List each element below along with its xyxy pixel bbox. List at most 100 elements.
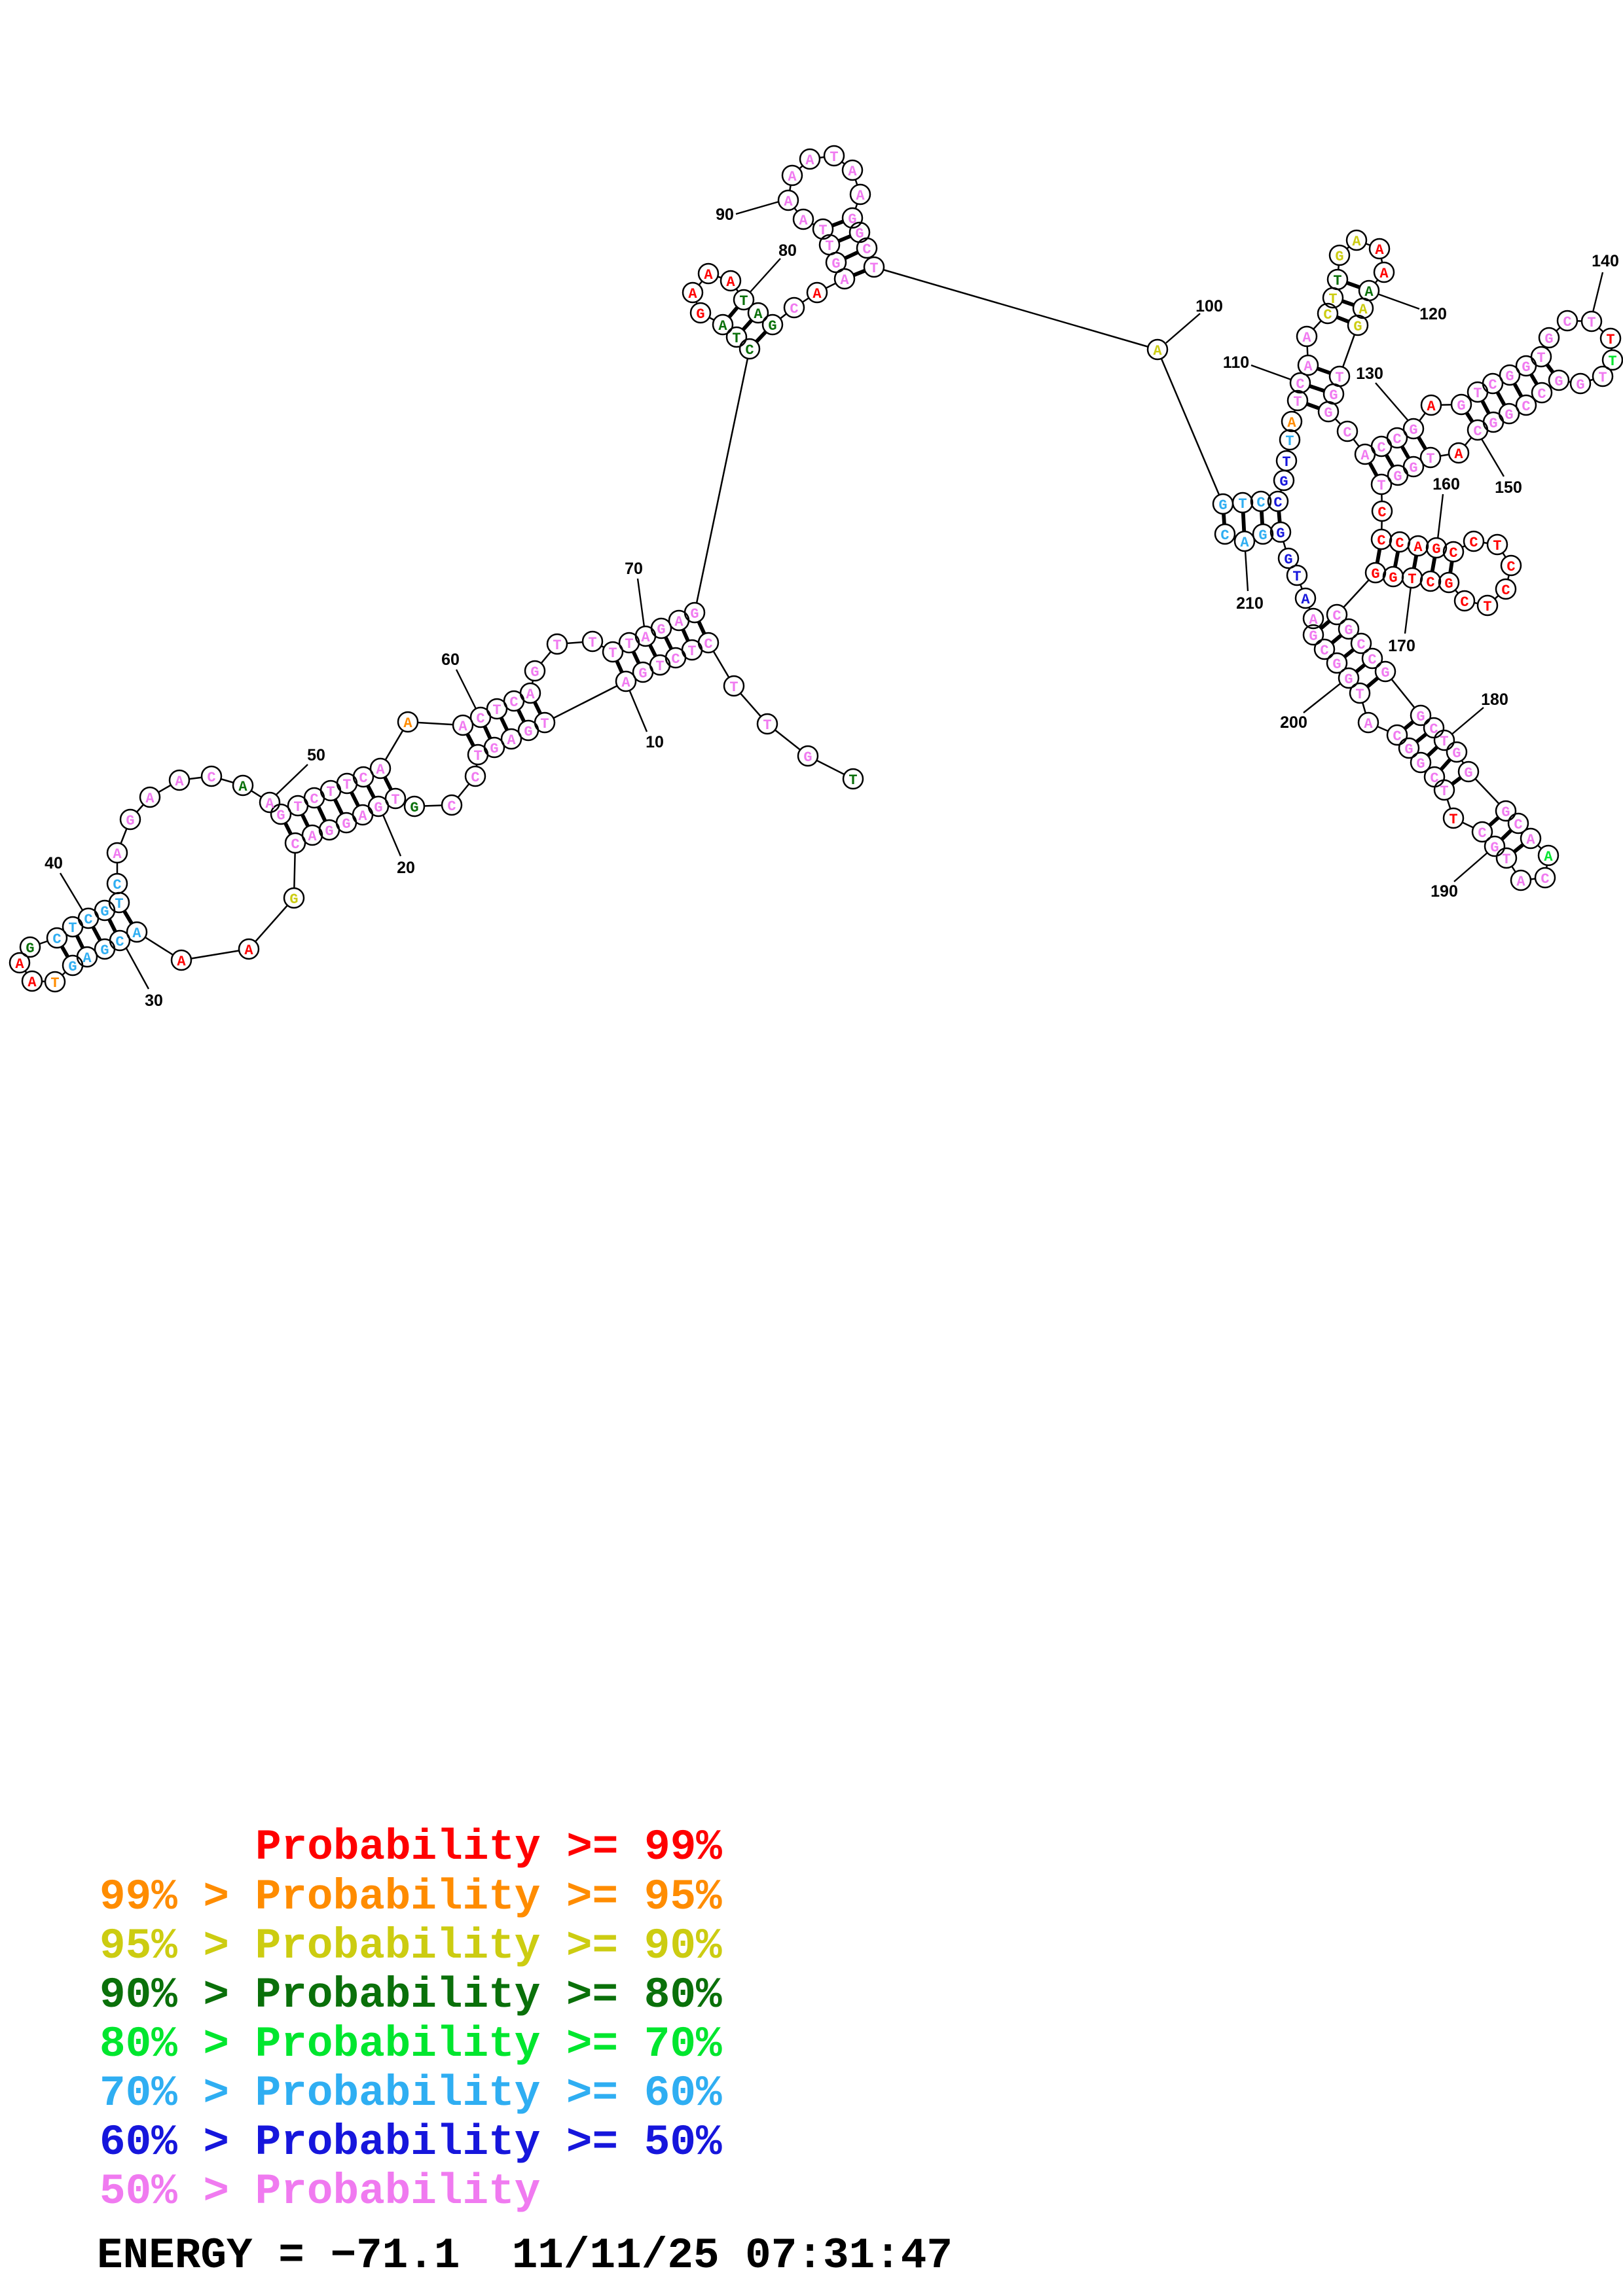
svg-text:A: A — [15, 956, 24, 973]
svg-text:G: G — [1505, 368, 1514, 385]
svg-text:T: T — [1282, 454, 1290, 471]
svg-text:T: T — [1377, 478, 1385, 494]
svg-text:A: A — [1287, 415, 1296, 431]
svg-text:A: A — [840, 272, 849, 289]
svg-text:A: A — [1427, 399, 1436, 415]
svg-text:A: A — [754, 306, 763, 323]
svg-text:G: G — [325, 823, 333, 840]
svg-text:A: A — [358, 808, 367, 825]
svg-text:G: G — [1457, 398, 1465, 414]
svg-text:T: T — [1328, 291, 1337, 308]
svg-text:C: C — [447, 798, 456, 815]
svg-text:T: T — [1285, 433, 1294, 450]
svg-text:T: T — [293, 799, 302, 816]
svg-text:G: G — [410, 800, 418, 816]
svg-text:90: 90 — [716, 206, 734, 224]
svg-text:G: G — [100, 942, 109, 959]
svg-text:70: 70 — [625, 560, 643, 578]
svg-text:T: T — [818, 223, 827, 239]
svg-text:A: A — [621, 675, 630, 691]
svg-text:G: G — [1409, 422, 1417, 439]
svg-text:G: G — [831, 256, 840, 272]
svg-text:A: A — [1544, 849, 1553, 865]
svg-text:C: C — [207, 770, 215, 786]
svg-text:C: C — [1377, 505, 1386, 521]
svg-text:C: C — [1473, 423, 1482, 440]
svg-text:T: T — [342, 777, 351, 793]
svg-text:A: A — [177, 954, 186, 970]
svg-text:C: C — [1296, 376, 1304, 393]
svg-text:A: A — [718, 318, 727, 334]
svg-text:C: C — [1377, 533, 1385, 549]
svg-text:90% > Probability >= 80%: 90% > Probability >= 80% — [100, 1971, 722, 2020]
svg-text:180: 180 — [1481, 691, 1508, 709]
svg-text:A: A — [1360, 448, 1370, 464]
svg-text:C: C — [476, 711, 484, 727]
svg-text:A: A — [376, 762, 385, 778]
svg-text:A: A — [688, 286, 697, 302]
svg-text:C: C — [509, 694, 518, 711]
svg-text:T: T — [540, 716, 549, 732]
svg-text:T: T — [1606, 332, 1614, 348]
svg-text:G: G — [1389, 570, 1397, 586]
svg-text:T: T — [825, 238, 833, 255]
svg-text:G: G — [68, 959, 77, 975]
svg-text:A: A — [1375, 242, 1384, 259]
svg-text:G: G — [1329, 387, 1338, 404]
svg-text:G: G — [342, 816, 350, 833]
svg-text:T: T — [739, 293, 748, 310]
svg-text:C: C — [1377, 440, 1385, 456]
svg-text:50: 50 — [307, 746, 325, 764]
svg-text:T: T — [1473, 386, 1482, 402]
svg-text:C: C — [359, 770, 367, 787]
svg-text:A: A — [674, 614, 684, 630]
svg-text:140: 140 — [1592, 252, 1619, 270]
svg-text:C: C — [1469, 535, 1478, 551]
svg-text:A: A — [244, 942, 253, 959]
svg-text:A: A — [1302, 330, 1311, 346]
svg-text:C: C — [115, 934, 124, 950]
svg-text:160: 160 — [1432, 475, 1460, 493]
svg-text:G: G — [1344, 672, 1353, 688]
svg-text:T: T — [655, 658, 664, 675]
svg-text:G: G — [1258, 528, 1267, 544]
svg-text:A: A — [308, 829, 317, 845]
svg-text:C: C — [704, 636, 712, 653]
svg-text:T: T — [869, 260, 878, 277]
svg-text:T: T — [1293, 394, 1302, 410]
svg-text:C: C — [1460, 594, 1468, 611]
svg-text:C: C — [1541, 871, 1549, 888]
svg-text:T: T — [1440, 783, 1448, 800]
svg-text:T: T — [1493, 538, 1501, 554]
svg-text:100: 100 — [1195, 297, 1223, 315]
svg-text:G: G — [1409, 460, 1417, 476]
svg-text:80% > Probability >= 70%: 80% > Probability >= 70% — [100, 2020, 722, 2069]
svg-text:T: T — [1292, 569, 1301, 585]
svg-text:C: C — [310, 791, 318, 808]
svg-text:C: C — [1320, 643, 1328, 659]
svg-text:A: A — [641, 630, 650, 646]
svg-text:T: T — [588, 635, 596, 651]
svg-text:A: A — [1153, 343, 1162, 359]
svg-text:A: A — [113, 846, 122, 863]
svg-text:C: C — [1368, 652, 1376, 668]
svg-text:C: C — [1522, 399, 1530, 415]
svg-text:G: G — [1501, 804, 1510, 821]
svg-text:A: A — [458, 719, 467, 735]
svg-text:80: 80 — [778, 242, 797, 260]
svg-text:G: G — [696, 306, 704, 323]
svg-text:T: T — [763, 717, 771, 734]
svg-text:C: C — [1429, 721, 1438, 738]
svg-text:20: 20 — [397, 859, 415, 877]
svg-text:T: T — [492, 702, 501, 719]
svg-text:170: 170 — [1388, 637, 1415, 655]
svg-text:G: G — [1416, 709, 1425, 725]
svg-text:A: A — [175, 774, 184, 790]
svg-text:G: G — [1393, 469, 1402, 485]
svg-text:A: A — [1364, 284, 1374, 300]
svg-text:C: C — [1220, 528, 1229, 544]
svg-text:120: 120 — [1419, 305, 1447, 323]
svg-text:G: G — [1504, 407, 1513, 423]
svg-text:T: T — [1537, 350, 1545, 367]
svg-text:G: G — [1522, 359, 1530, 376]
